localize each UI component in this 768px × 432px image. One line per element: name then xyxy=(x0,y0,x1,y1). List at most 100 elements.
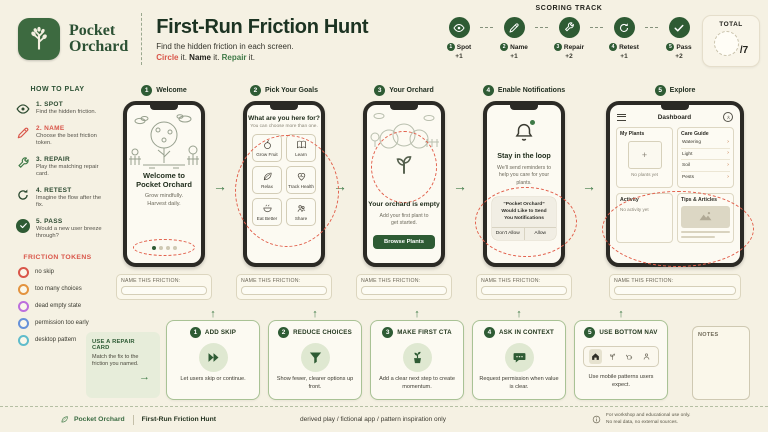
leaf-icon xyxy=(262,171,273,182)
hamburger-menu-icon[interactable] xyxy=(617,113,626,121)
my-plants-empty-text: No plants yet xyxy=(631,172,658,177)
allow-button[interactable]: Allow xyxy=(534,231,547,237)
friction-write-in-line[interactable] xyxy=(121,286,207,295)
plant-icon[interactable] xyxy=(606,349,619,364)
repair-card-title: ADD SKIP xyxy=(204,329,237,336)
screen-column-your-orchard: 3 Your Orchard Your orchard is empty Add… xyxy=(354,84,454,300)
step-label: Pass xyxy=(676,43,692,51)
goal-tile-eat-better[interactable]: Eat Better xyxy=(252,198,282,226)
how-to-play-title: HOW TO PLAY xyxy=(30,86,85,93)
screen-column-welcome: 1 Welcome xyxy=(114,84,214,300)
notes-box[interactable]: NOTES xyxy=(692,326,750,400)
header: Pocket Orchard First-Run Friction Hunt F… xyxy=(0,0,768,78)
goal-tile-share[interactable]: Share xyxy=(286,198,316,226)
friction-field-label: NAME THIS FRICTION: xyxy=(121,278,181,284)
goal-tile-label: Track Health xyxy=(288,184,314,189)
eye-icon xyxy=(16,102,30,116)
apple-icon xyxy=(262,139,273,150)
screen-number-badge: 4 xyxy=(482,84,494,96)
step-desc: Find the hidden friction. xyxy=(36,109,97,115)
track-connector xyxy=(590,27,603,28)
phone-mockup-goals: What are you here for? You can choose mo… xyxy=(235,101,339,267)
track-connector xyxy=(645,27,658,28)
avatar-icon[interactable] xyxy=(723,112,733,122)
repair-card-ask-in-context[interactable]: ↑ 4 ASK IN CONTEXT Request permission wh… xyxy=(472,308,566,400)
watering-can-icon[interactable] xyxy=(623,349,636,364)
phone-mockup-dashboard: Dashboard My Plants + No plants yet Care… xyxy=(602,101,754,267)
welcome-title: Welcome to Pocket Orchard xyxy=(136,171,192,189)
flow-arrow-icon: → xyxy=(453,178,467,194)
bottom-nav-illustration xyxy=(583,346,659,367)
people-icon xyxy=(296,203,307,214)
phone-mockup-notifications: Stay in the loop We'll send reminders to… xyxy=(475,101,577,267)
leaf-icon xyxy=(60,415,69,424)
arrow-up-icon: ↑ xyxy=(414,308,420,320)
friction-write-in-line[interactable] xyxy=(614,286,736,295)
arrow-up-icon: ↑ xyxy=(312,308,318,320)
phone-screens-row: 1 Welcome xyxy=(104,84,768,310)
friction-write-in-line[interactable] xyxy=(241,286,327,295)
add-plant-placeholder[interactable]: + xyxy=(627,141,662,169)
footer-doc-title: First-Run Friction Hunt xyxy=(141,416,217,423)
friction-name-field[interactable]: NAME THIS FRICTION: xyxy=(476,274,572,300)
goal-tile-label: Grow Fruit xyxy=(256,152,278,157)
care-guide-item-watering[interactable]: Watering › xyxy=(681,137,730,149)
goal-tile-track-health[interactable]: Track Health xyxy=(286,166,316,194)
phone-notch xyxy=(661,104,689,110)
repair-card-number: 1 xyxy=(189,327,201,338)
total-score-field[interactable] xyxy=(713,31,739,56)
friction-token-too-many-choices[interactable]: too many choices xyxy=(10,283,105,295)
friction-name-field[interactable]: NAME THIS FRICTION: xyxy=(609,274,741,300)
my-plants-title: My Plants xyxy=(620,131,645,137)
care-guide-item-soil[interactable]: Soil › xyxy=(681,160,730,173)
tagline-name: Name xyxy=(189,53,211,62)
step-points: +2 xyxy=(675,53,683,60)
friction-name-field[interactable]: NAME THIS FRICTION: xyxy=(356,274,452,300)
repair-card-make-first-cta[interactable]: ↑ 3 MAKE FIRST CTA Add a clear next step… xyxy=(370,308,464,400)
friction-token-desktop-pattern[interactable]: desktop pattern xyxy=(10,334,105,346)
footer-brand: Pocket Orchard xyxy=(74,416,125,423)
goal-tile-grow-fruit[interactable]: Grow Fruit xyxy=(252,134,282,162)
home-icon[interactable] xyxy=(589,349,602,364)
tips-articles-card: Tips & Articles xyxy=(677,192,734,243)
tagline-repair: Repair xyxy=(221,53,247,62)
notes-label: NOTES xyxy=(698,332,719,338)
goal-tile-relax[interactable]: Relax xyxy=(252,166,282,194)
page-subtitle: Find the hidden friction in each screen. xyxy=(156,42,294,51)
screen-name: Enable Notifications xyxy=(497,86,566,94)
repair-card-add-skip[interactable]: ↑ 1 ADD SKIP Let users skip or continue. xyxy=(166,308,260,400)
dont-allow-button[interactable]: Don't Allow xyxy=(492,227,525,240)
step-label: Retest xyxy=(619,43,639,51)
care-guide-item-light[interactable]: Light › xyxy=(681,149,730,161)
repair-card-number: 4 xyxy=(483,327,495,338)
dashboard-title: Dashboard xyxy=(657,113,692,121)
friction-write-in-line[interactable] xyxy=(361,286,447,295)
repair-card-reduce-choices[interactable]: ↑ 2 REDUCE CHOICES Show fewer, clearer o… xyxy=(268,308,362,400)
friction-name-field[interactable]: NAME THIS FRICTION: xyxy=(116,274,212,300)
scoring-track-title: SCORING TRACK xyxy=(535,5,603,12)
friction-name-field[interactable]: NAME THIS FRICTION: xyxy=(236,274,332,300)
plus-icon: + xyxy=(641,150,648,160)
care-guide-item-pests[interactable]: Pests › xyxy=(681,172,730,183)
repair-card-use-bottom-nav[interactable]: ↑ 5 USE BOTTOM NAV Use mobile patterns u… xyxy=(574,308,668,400)
book-icon xyxy=(296,139,307,150)
token-circle xyxy=(18,300,29,312)
dashboard-bottom-grid: Activity No activity yet Tips & Articles xyxy=(610,192,740,243)
phone-notch xyxy=(390,104,418,110)
browse-plants-button[interactable]: Browse Plants xyxy=(373,235,435,249)
how-to-play-step-retest: 4. RETEST Imagine the flow after the fix… xyxy=(10,187,105,210)
text-placeholder-line xyxy=(681,230,730,233)
chevron-right-icon: › xyxy=(727,150,729,157)
goal-tile-label: Share xyxy=(294,216,308,221)
care-guide-item-label: Soil xyxy=(682,163,690,169)
friction-write-in-line[interactable] xyxy=(481,286,567,295)
phone-mockup-orchard: Your orchard is empty Add your first pla… xyxy=(363,101,445,267)
step-number-badge: 3 xyxy=(553,43,562,51)
goal-tile-learn[interactable]: Learn xyxy=(286,134,316,162)
friction-token-permission-too-early[interactable]: permission too early xyxy=(10,317,105,329)
profile-icon[interactable] xyxy=(640,349,653,364)
friction-token-dead-empty-state[interactable]: dead empty state xyxy=(10,300,105,312)
friction-token-no-skip[interactable]: no skip xyxy=(10,266,105,278)
screen-number-badge: 1 xyxy=(141,84,153,96)
